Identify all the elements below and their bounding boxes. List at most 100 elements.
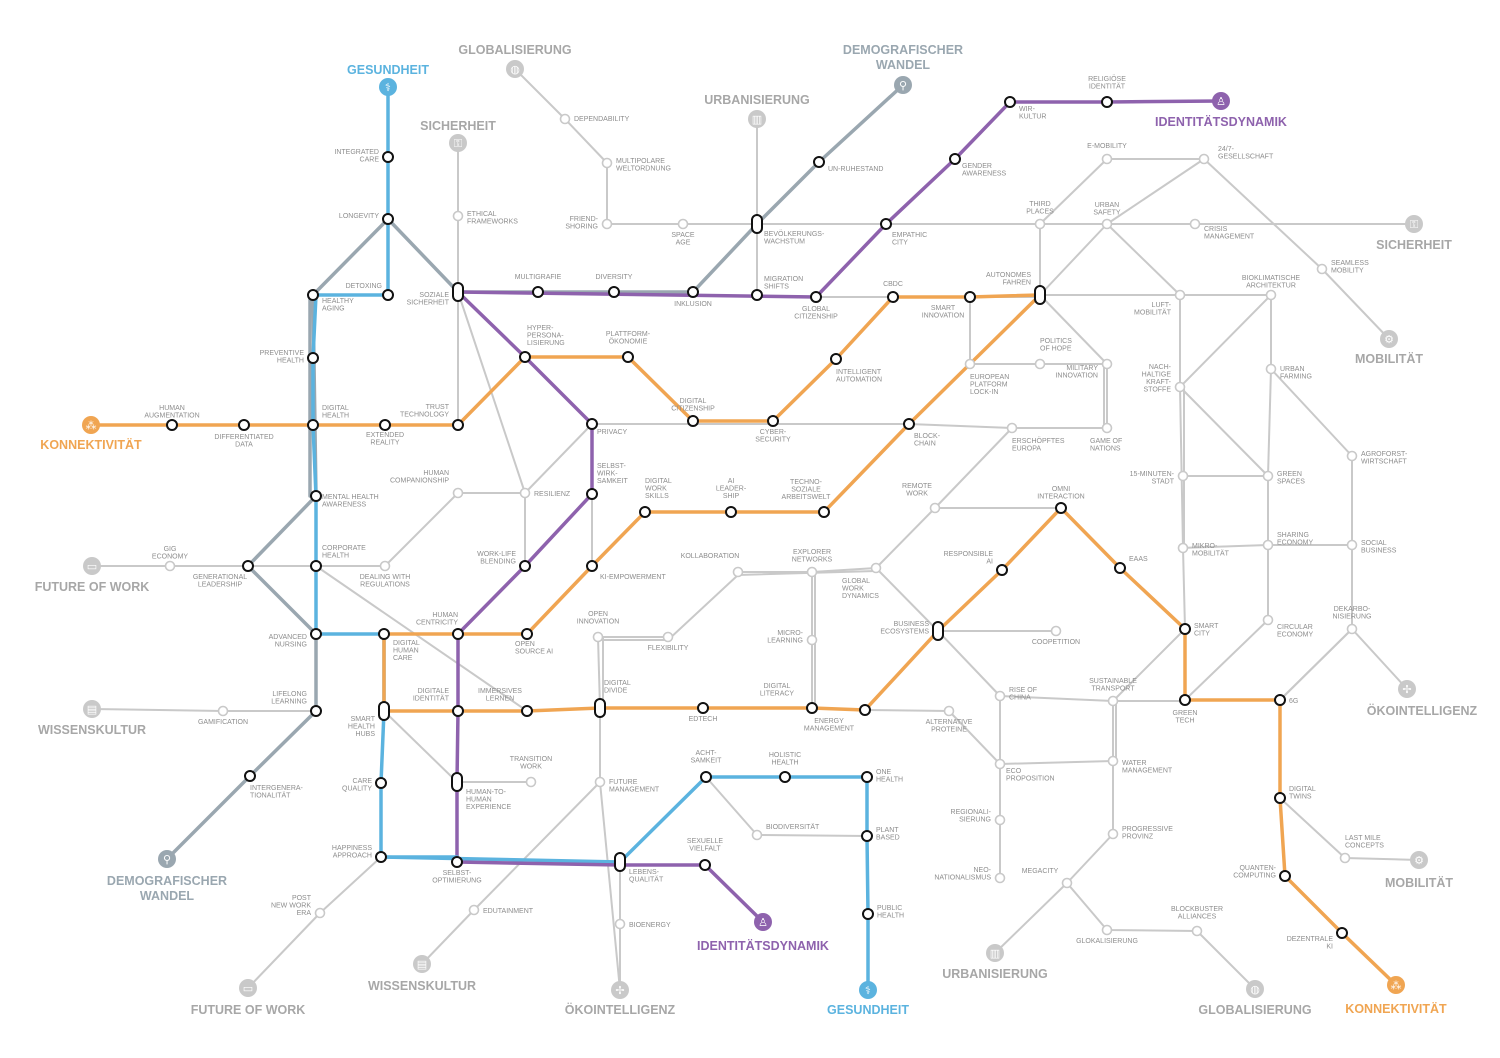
station-blockbuster-alliances[interactable]: [1191, 925, 1203, 937]
station-trust-technology[interactable]: [452, 419, 464, 431]
station-lifelong-learning[interactable]: [310, 705, 322, 717]
station-holistic-health[interactable]: [779, 771, 791, 783]
station-diversity[interactable]: [608, 286, 620, 298]
station-edutainment[interactable]: [468, 904, 480, 916]
station-migration-shifts[interactable]: [751, 289, 763, 301]
station-work-life-blending[interactable]: [519, 560, 531, 572]
station-mental-health-awareness[interactable]: [310, 490, 322, 502]
station-digital-twins[interactable]: [1274, 792, 1286, 804]
station-bevoelkerungswachstum[interactable]: [751, 214, 763, 234]
station-game-of-nations[interactable]: [1101, 422, 1113, 434]
station-alternative-proteine[interactable]: [943, 705, 955, 717]
station-energy-management[interactable]: [859, 704, 871, 716]
station-dezentrale-ki[interactable]: [1336, 927, 1348, 939]
station-advanced-nursing[interactable]: [310, 628, 322, 640]
station-progressive-provinz[interactable]: [1107, 828, 1119, 840]
station-remote-work[interactable]: [929, 502, 941, 514]
station-european-platform[interactable]: [964, 358, 976, 370]
station-open-innovation[interactable]: [592, 631, 604, 643]
terminal-label-gesundheit-top[interactable]: GESUNDHEIT: [347, 63, 429, 77]
station-digital-health[interactable]: [307, 419, 319, 431]
station-plattform-oekonomie[interactable]: [622, 351, 634, 363]
station-differentiated-data[interactable]: [238, 419, 250, 431]
station-dealing-regulations[interactable]: [379, 560, 391, 572]
station-omni-interaction[interactable]: [1055, 502, 1067, 514]
station-kollaboration[interactable]: [732, 566, 744, 578]
terminal-label-konnektivitaet-left[interactable]: KONNEKTIVITÄT: [40, 437, 142, 452]
station-happiness-approach[interactable]: [375, 851, 387, 863]
station-achtsamkeit[interactable]: [700, 771, 712, 783]
station-open-source-ai[interactable]: [521, 628, 533, 640]
station-coopetition[interactable]: [1050, 625, 1062, 637]
station-business-ecosystems[interactable]: [932, 621, 944, 641]
station-nachhaltige-kraftstoffe[interactable]: [1174, 381, 1186, 393]
station-seamless-mobility[interactable]: [1316, 263, 1328, 275]
station-circular-economy[interactable]: [1262, 614, 1274, 626]
station-water-management[interactable]: [1107, 755, 1119, 767]
station-explorer-networks[interactable]: [806, 566, 818, 578]
station-gender-awareness[interactable]: [949, 153, 961, 165]
terminal-label-gesundheit-bottom[interactable]: GESUNDHEIT: [827, 1003, 909, 1017]
station-integrated-care[interactable]: [382, 151, 394, 163]
terminal-label-futurework-bottom[interactable]: FUTURE OF WORK: [191, 1003, 306, 1017]
station-last-mile[interactable]: [1339, 852, 1351, 864]
terminal-label-urbanisierung-top[interactable]: URBANISIERUNG: [704, 93, 810, 107]
station-selbstwirksamkeit[interactable]: [586, 488, 598, 500]
station-e-mobility[interactable]: [1101, 153, 1113, 165]
station-global-citizenship[interactable]: [810, 291, 822, 303]
station-crisis-management[interactable]: [1189, 218, 1201, 230]
station-human-companionship[interactable]: [452, 487, 464, 499]
station-human-centricity[interactable]: [452, 628, 464, 640]
station-global-work-dynamics[interactable]: [870, 562, 882, 574]
station-resilienz[interactable]: [519, 487, 531, 499]
station-regionalisierung[interactable]: [994, 814, 1006, 826]
terminal-label-konnektivitaet-bottom[interactable]: KONNEKTIVITÄT: [1345, 1001, 1447, 1016]
station-longevity[interactable]: [382, 213, 394, 225]
station-future-management[interactable]: [594, 776, 606, 788]
terminal-label-oekointelligenz-right[interactable]: ÖKOINTELLIGENZ: [1367, 703, 1478, 718]
terminal-label-wissenskultur-left[interactable]: WISSENSKULTUR: [38, 723, 146, 737]
station-green-spaces[interactable]: [1262, 470, 1274, 482]
terminal-label-wissenskultur-bottom[interactable]: WISSENSKULTUR: [368, 979, 476, 993]
station-religioese-identitaet[interactable]: [1101, 96, 1113, 108]
station-selbstoptimierung[interactable]: [451, 856, 463, 868]
station-soziale-sicherheit[interactable]: [452, 282, 464, 302]
station-erschoepftes-europa[interactable]: [1006, 422, 1018, 434]
station-friendshoring[interactable]: [601, 218, 613, 230]
station-human-augmentation[interactable]: [166, 419, 178, 431]
station-eco-proposition[interactable]: [994, 758, 1006, 770]
terminal-label-futurework-left[interactable]: FUTURE OF WORK: [35, 580, 150, 594]
station-gamification[interactable]: [217, 705, 229, 717]
station-rise-of-china[interactable]: [994, 690, 1006, 702]
station-one-health[interactable]: [861, 771, 873, 783]
station-edtech[interactable]: [697, 702, 709, 714]
station-lebensqualitaet[interactable]: [614, 852, 626, 872]
station-digital-literacy[interactable]: [806, 702, 818, 714]
station-urban-safety[interactable]: [1101, 218, 1113, 230]
station-digital-citizenship[interactable]: [687, 415, 699, 427]
terminal-label-globalisierung-top[interactable]: GLOBALISIERUNG: [458, 43, 571, 57]
station-autonomes-fahren[interactable]: [1034, 285, 1046, 305]
station-quantencomputing[interactable]: [1279, 870, 1291, 882]
station-smart-health-hubs[interactable]: [378, 701, 390, 721]
station-care-quality[interactable]: [375, 777, 387, 789]
station-bioenergy[interactable]: [614, 918, 626, 930]
station-dependability[interactable]: [559, 113, 571, 125]
station-mikro-mobilitaet[interactable]: [1177, 542, 1189, 554]
station-gesellschaft-24-7[interactable]: [1198, 153, 1210, 165]
station-neo-nationalismus[interactable]: [994, 872, 1006, 884]
station-block-chain[interactable]: [903, 418, 915, 430]
station-inklusion[interactable]: [687, 286, 699, 298]
station-megacity[interactable]: [1061, 877, 1073, 889]
terminal-label-identitaet-bottom[interactable]: IDENTITÄTSDYNAMIK: [697, 938, 829, 953]
station-ethical-frameworks[interactable]: [452, 210, 464, 222]
station-multigrafie[interactable]: [532, 286, 544, 298]
station-dekarbonisierung[interactable]: [1346, 623, 1358, 635]
station-digital-human-care[interactable]: [378, 628, 390, 640]
station-smart-city[interactable]: [1179, 623, 1191, 635]
station-fuenfzehn-minuten-stadt[interactable]: [1177, 470, 1189, 482]
station-luft-mobilitaet[interactable]: [1174, 289, 1186, 301]
station-biodiversitaet[interactable]: [751, 829, 763, 841]
station-detoxing[interactable]: [382, 289, 394, 301]
station-digitale-identitaet[interactable]: [452, 705, 464, 717]
